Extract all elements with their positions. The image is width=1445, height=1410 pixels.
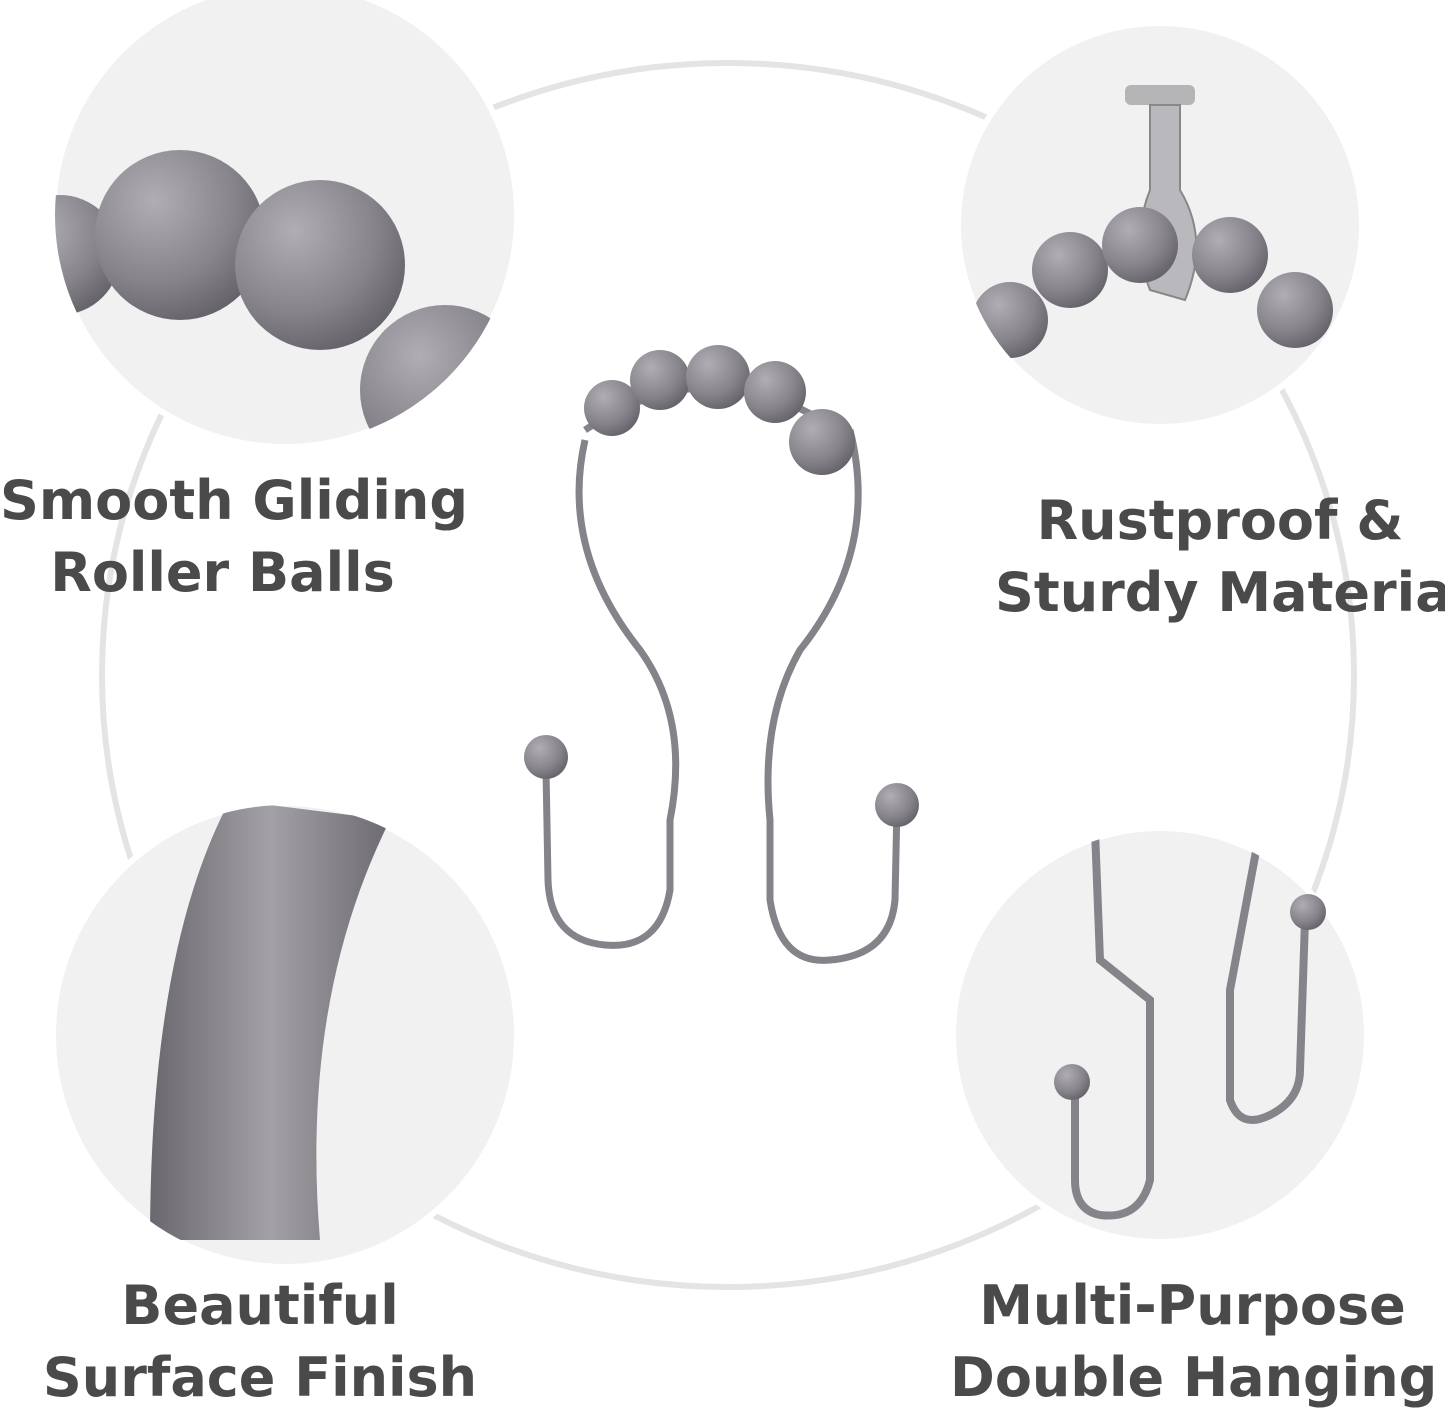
- caption-line: Roller Balls: [50, 541, 395, 604]
- shower-hook-product: [524, 345, 919, 964]
- double-hanging-closeup: [950, 825, 1370, 1245]
- roller-balls-closeup: [50, 0, 520, 450]
- caption-line: Multi-Purpose: [979, 1274, 1406, 1337]
- svg-text:ZERO: ZERO: [1198, 5, 1223, 15]
- feature-caption-roller-balls: Smooth Gliding Roller Balls: [0, 465, 469, 609]
- feature-caption-rustproof: Rustproof & Sturdy Material: [995, 485, 1445, 629]
- caption-line: Beautiful: [121, 1274, 399, 1337]
- surface-finish-closeup: [50, 800, 520, 1270]
- connector-ring: [99, 60, 1357, 1290]
- caption-line: Sturdy Material: [995, 561, 1445, 624]
- feature-caption-surface-finish: Beautiful Surface Finish: [40, 1270, 480, 1410]
- caption-line: Surface Finish: [42, 1346, 478, 1409]
- scale-test-closeup: ZERO TARE HOLD: [955, 5, 1365, 430]
- svg-text:HOLD: HOLD: [1255, 17, 1281, 27]
- caption-line: Rustproof &: [1036, 489, 1404, 552]
- feature-caption-double-hanging: Multi-Purpose Double Hanging: [950, 1270, 1438, 1410]
- svg-text:TARE: TARE: [1227, 11, 1251, 21]
- caption-line: Double Hanging: [950, 1346, 1438, 1409]
- caption-line: Smooth Gliding: [0, 469, 469, 532]
